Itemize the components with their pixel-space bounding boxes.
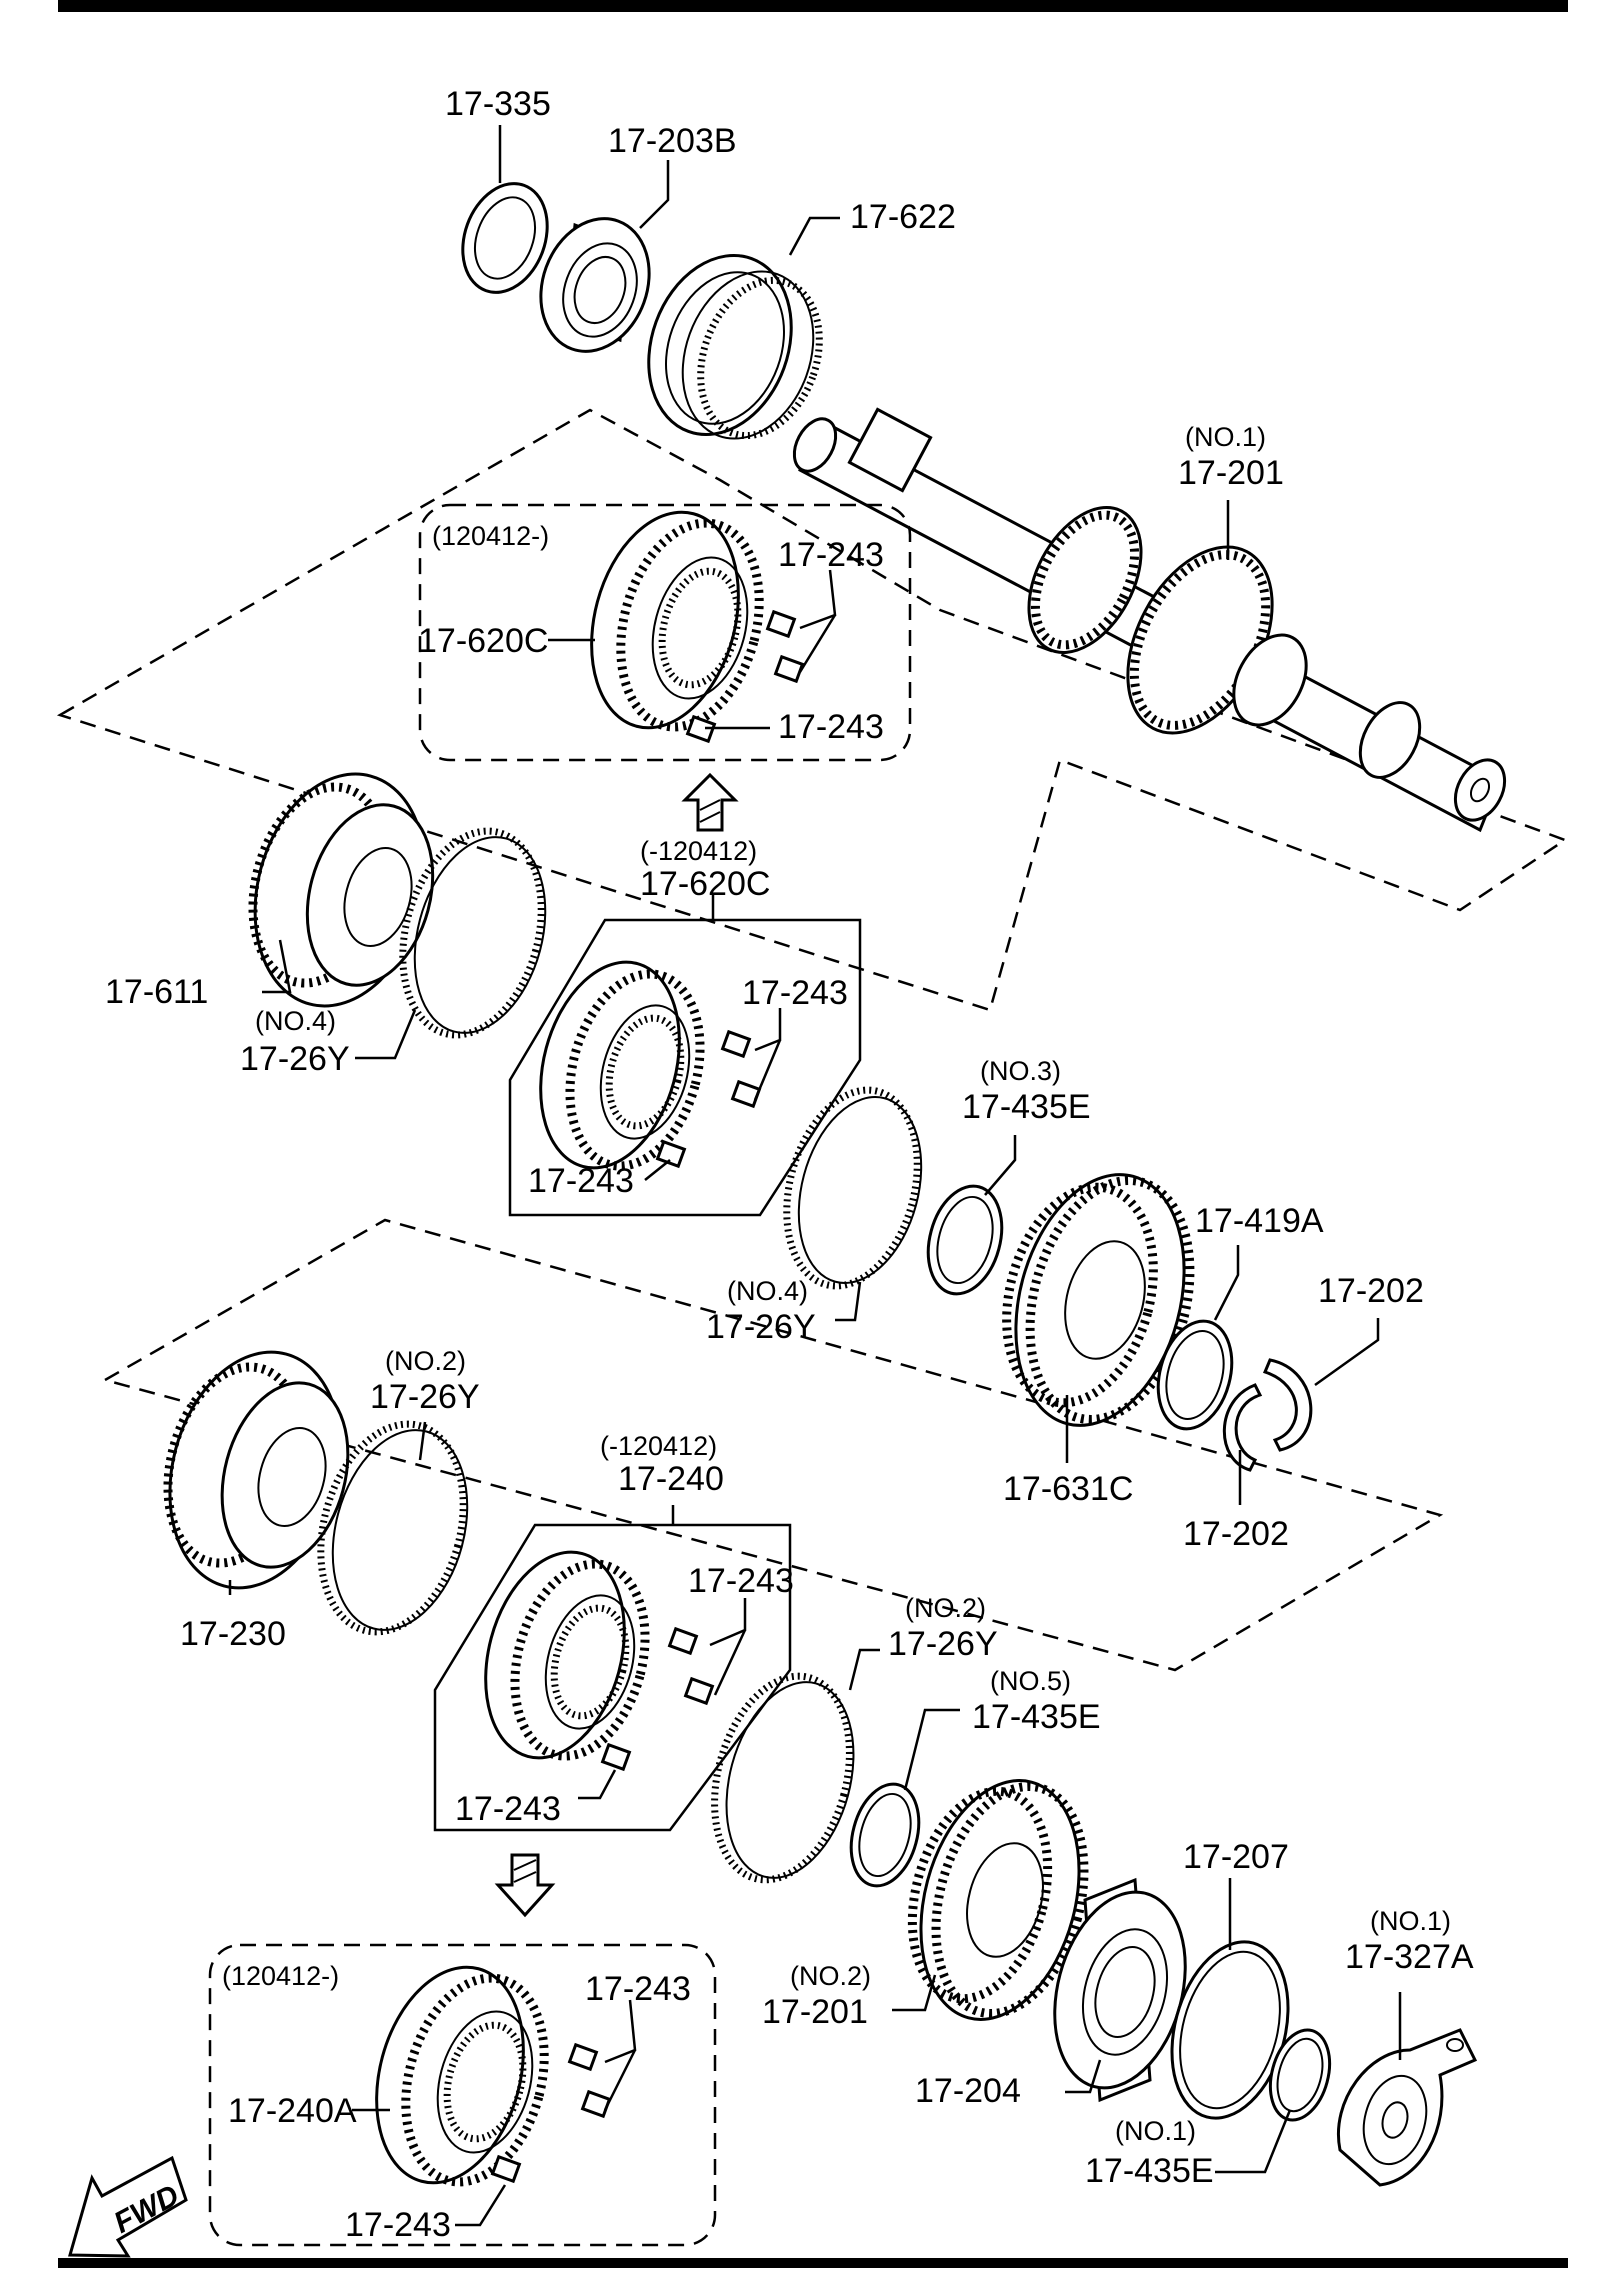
label-date-old-1: (-120412): [640, 836, 757, 866]
part-17-201-gear-no2[interactable]: [891, 1763, 1108, 2038]
label-no2-b: (NO.2): [905, 1593, 986, 1623]
label-17-243-a: 17-243: [778, 536, 884, 574]
label-no5: (NO.5): [990, 1666, 1071, 1696]
part-17-230-gear[interactable]: [145, 1333, 368, 1607]
label-17-435e-c: 17-435E: [1085, 2152, 1214, 2190]
label-17-243-b: 17-243: [778, 708, 884, 746]
label-17-26y-c: 17-26Y: [370, 1378, 480, 1416]
label-17-26y-a: 17-26Y: [240, 1040, 350, 1078]
part-17-201-main-shaft[interactable]: [786, 407, 1514, 833]
label-no4-b: (NO.4): [727, 1276, 808, 1306]
label-no4-a: (NO.4): [255, 1006, 336, 1036]
label-17-204: 17-204: [915, 2072, 1021, 2110]
label-date-new-1: (120412-): [432, 521, 549, 551]
label-17-620c-old: 17-620C: [640, 865, 770, 903]
middle-assembly-dashed-outline: [101, 1218, 1444, 1672]
bottom-border-bar: [58, 2258, 1568, 2268]
label-17-243-h: 17-243: [345, 2206, 451, 2244]
part-17-435e-snap-ring-no1[interactable]: [1261, 2023, 1339, 2126]
label-17-419a: 17-419A: [1195, 1202, 1324, 1240]
part-17-243-key-old-lower[interactable]: [600, 1626, 715, 1772]
part-17-240-clutch-hub-old[interactable]: [464, 1536, 665, 1773]
label-17-435e-a: 17-435E: [962, 1088, 1091, 1126]
label-17-243-d: 17-243: [528, 1162, 634, 1200]
label-17-201-b: 17-201: [762, 1993, 868, 2031]
hatched-arrow-icon: [681, 772, 739, 832]
part-17-207-ring[interactable]: [1154, 1929, 1307, 2131]
part-17-240a-clutch-hub-new[interactable]: [354, 1951, 566, 2200]
part-17-419a-ring[interactable]: [1147, 1313, 1243, 1437]
label-17-240a: 17-240A: [228, 2092, 357, 2130]
part-17-620c-clutch-hub-new[interactable]: [569, 496, 781, 745]
label-no1-c: (NO.1): [1115, 2116, 1196, 2146]
label-17-201-top: 17-201: [1178, 454, 1284, 492]
label-date-old-2: (-120412): [600, 1431, 717, 1461]
upper-assembly-dashed-outline: [56, 408, 1568, 1012]
leader-lines: [228, 125, 1402, 2227]
part-17-620c-clutch-hub-old[interactable]: [519, 946, 720, 1183]
part-17-335-seal[interactable]: [448, 172, 561, 305]
label-17-620c-new: 17-620C: [418, 622, 548, 660]
label-17-631c: 17-631C: [1003, 1470, 1133, 1508]
label-17-243-e: 17-243: [688, 1562, 794, 1600]
old-version-box-upper: [508, 918, 862, 1217]
label-17-202-a: 17-202: [1318, 1272, 1424, 1310]
label-17-622: 17-622: [850, 198, 956, 236]
label-no1-top: (NO.1): [1185, 422, 1266, 452]
label-17-202-b: 17-202: [1183, 1515, 1289, 1553]
label-17-327a: 17-327A: [1345, 1938, 1474, 1976]
hatched-arrow-icon: [494, 1853, 556, 1918]
label-17-207: 17-207: [1183, 1838, 1289, 1876]
part-17-26y-sync-ring-no4-b[interactable]: [766, 1075, 940, 1300]
part-17-611-gear[interactable]: [230, 755, 452, 1025]
fwd-arrow-icon: [68, 2155, 188, 2258]
new-version-box-upper: [418, 503, 912, 762]
part-17-622-sleeve[interactable]: [625, 235, 840, 457]
label-no2-a: (NO.2): [385, 1346, 466, 1376]
label-date-new-2: (120412-): [222, 1961, 339, 1991]
part-17-435e-snap-ring-no3[interactable]: [917, 1178, 1013, 1302]
part-17-243-key-upper[interactable]: [685, 609, 805, 744]
label-17-240: 17-240: [618, 1460, 724, 1498]
part-17-203b-bearing[interactable]: [523, 203, 667, 366]
part-17-26y-sync-ring-no2-b[interactable]: [693, 1661, 874, 1895]
label-17-335: 17-335: [445, 85, 551, 123]
label-17-230: 17-230: [180, 1615, 286, 1653]
part-17-202-split-ring[interactable]: [1222, 1358, 1313, 1472]
label-no2-c: (NO.2): [790, 1961, 871, 1991]
part-17-26y-sync-ring-no4-a[interactable]: [381, 815, 565, 1050]
part-17-26y-sync-ring-no2-a[interactable]: [299, 1408, 488, 1648]
label-no1-b: (NO.1): [1370, 1906, 1451, 1936]
callout-labels: 17-335 17-203B 17-622 (NO.1) 17-201 (120…: [105, 85, 1474, 2244]
part-17-243-key-lower[interactable]: [490, 2042, 612, 2184]
label-17-26y-d: 17-26Y: [888, 1625, 998, 1663]
part-17-204-bearing[interactable]: [1034, 1877, 1206, 2103]
old-version-box-lower: [433, 1523, 792, 1832]
label-no3: (NO.3): [980, 1056, 1061, 1086]
new-version-box-lower: [208, 1943, 717, 2247]
label-17-611: 17-611: [105, 973, 208, 1011]
part-17-327a-plate[interactable]: [1337, 2028, 1478, 2187]
label-17-243-c: 17-243: [742, 974, 848, 1012]
part-17-631c-gear[interactable]: [984, 1156, 1215, 1445]
label-17-243-f: 17-243: [455, 1790, 561, 1828]
top-border-bar: [58, 0, 1568, 12]
label-17-435e-b: 17-435E: [972, 1698, 1101, 1736]
label-17-243-g: 17-243: [585, 1970, 691, 2008]
label-17-203b: 17-203B: [608, 122, 737, 160]
part-17-435e-snap-ring-no5[interactable]: [841, 1776, 930, 1893]
label-17-26y-b: 17-26Y: [706, 1308, 816, 1346]
